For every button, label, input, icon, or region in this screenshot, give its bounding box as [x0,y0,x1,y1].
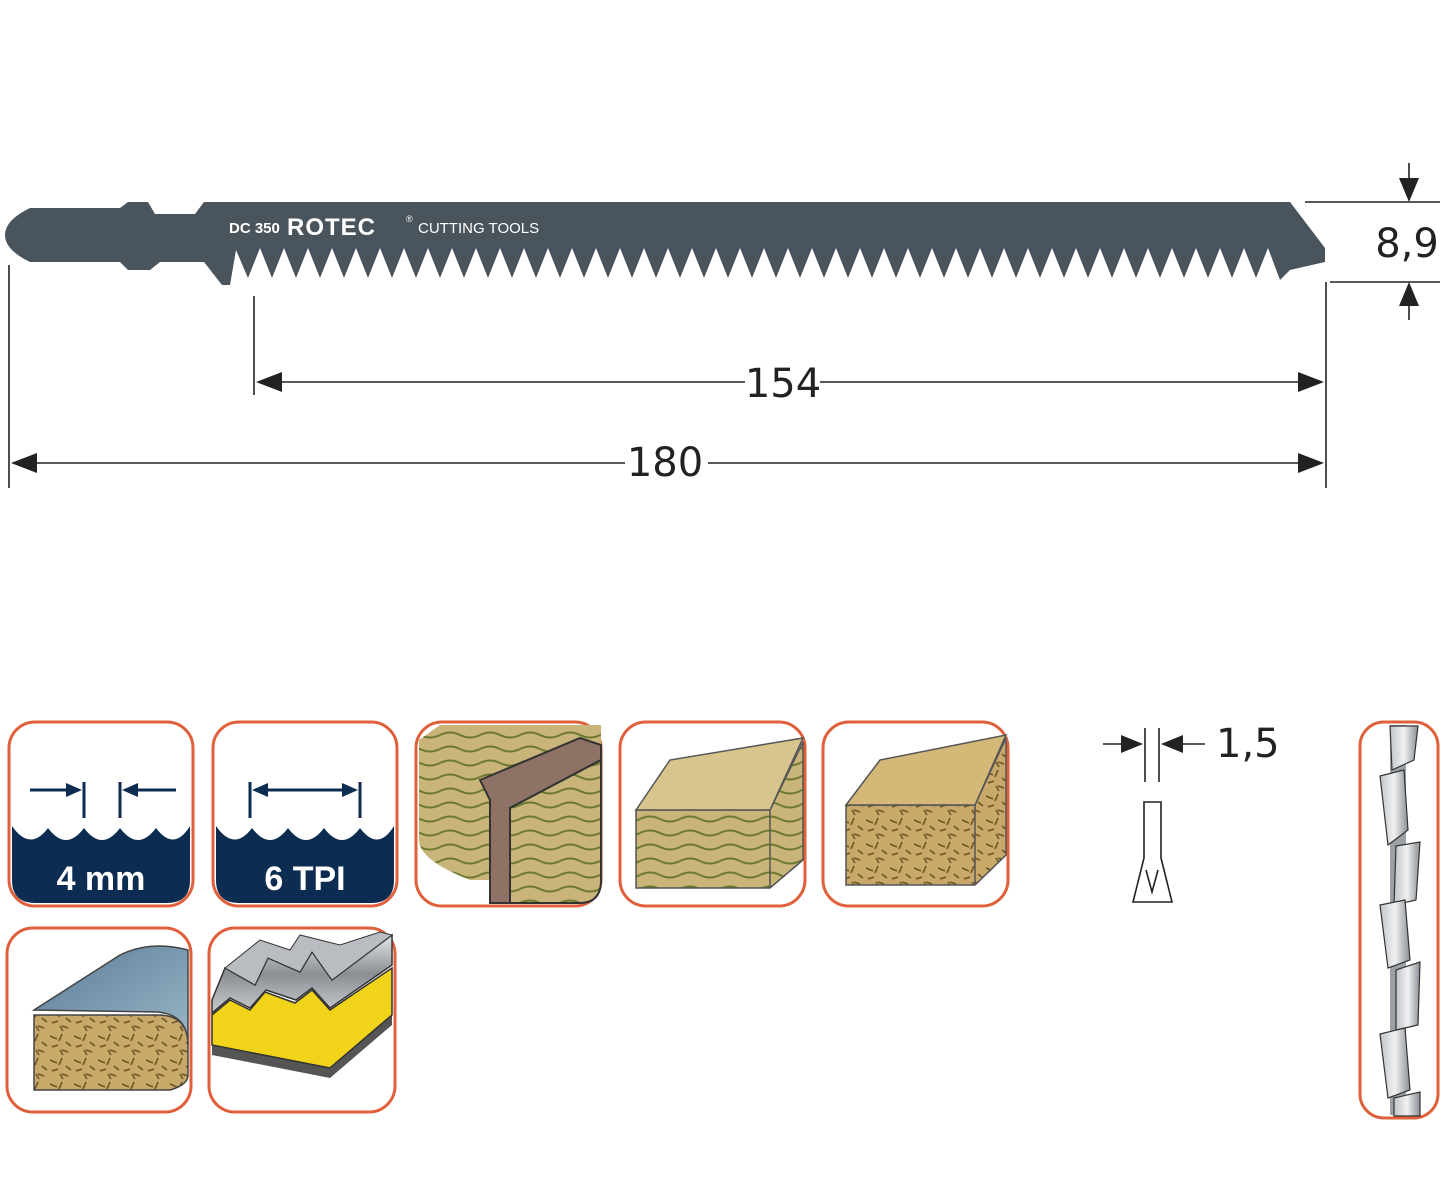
tpi-label: 6 TPI [264,860,345,898]
blade-width-label: 8,9 [1375,221,1439,267]
softwood-beam-icon [618,720,807,908]
cutting-length-label: 154 [745,361,821,407]
coated-chipboard-icon [5,926,193,1114]
tpi-icon: 6 TPI [211,720,399,908]
chipboard-icon [821,720,1010,908]
dimension-lines [8,163,1440,488]
set-teeth-side-view-icon [1358,720,1440,1120]
blade-thickness-diagram [1103,728,1205,903]
blade-model-label: DC 350 [229,220,280,237]
softwood-joint-icon [414,720,603,908]
blade-body [5,202,1325,285]
blade-thickness-label: 1,5 [1216,721,1280,767]
tooth-pitch-icon: 4 mm [7,720,195,908]
registered-mark: ® [406,214,413,224]
sandwich-panel-icon [207,926,397,1114]
brand-suffix: CUTTING TOOLS [418,220,539,237]
jigsaw-blade: DC 350 ROTEC ® CUTTING TOOLS [5,202,1325,285]
brand-logo: ROTEC [287,214,376,241]
tooth-pitch-label: 4 mm [57,860,146,898]
total-length-label: 180 [627,440,703,486]
